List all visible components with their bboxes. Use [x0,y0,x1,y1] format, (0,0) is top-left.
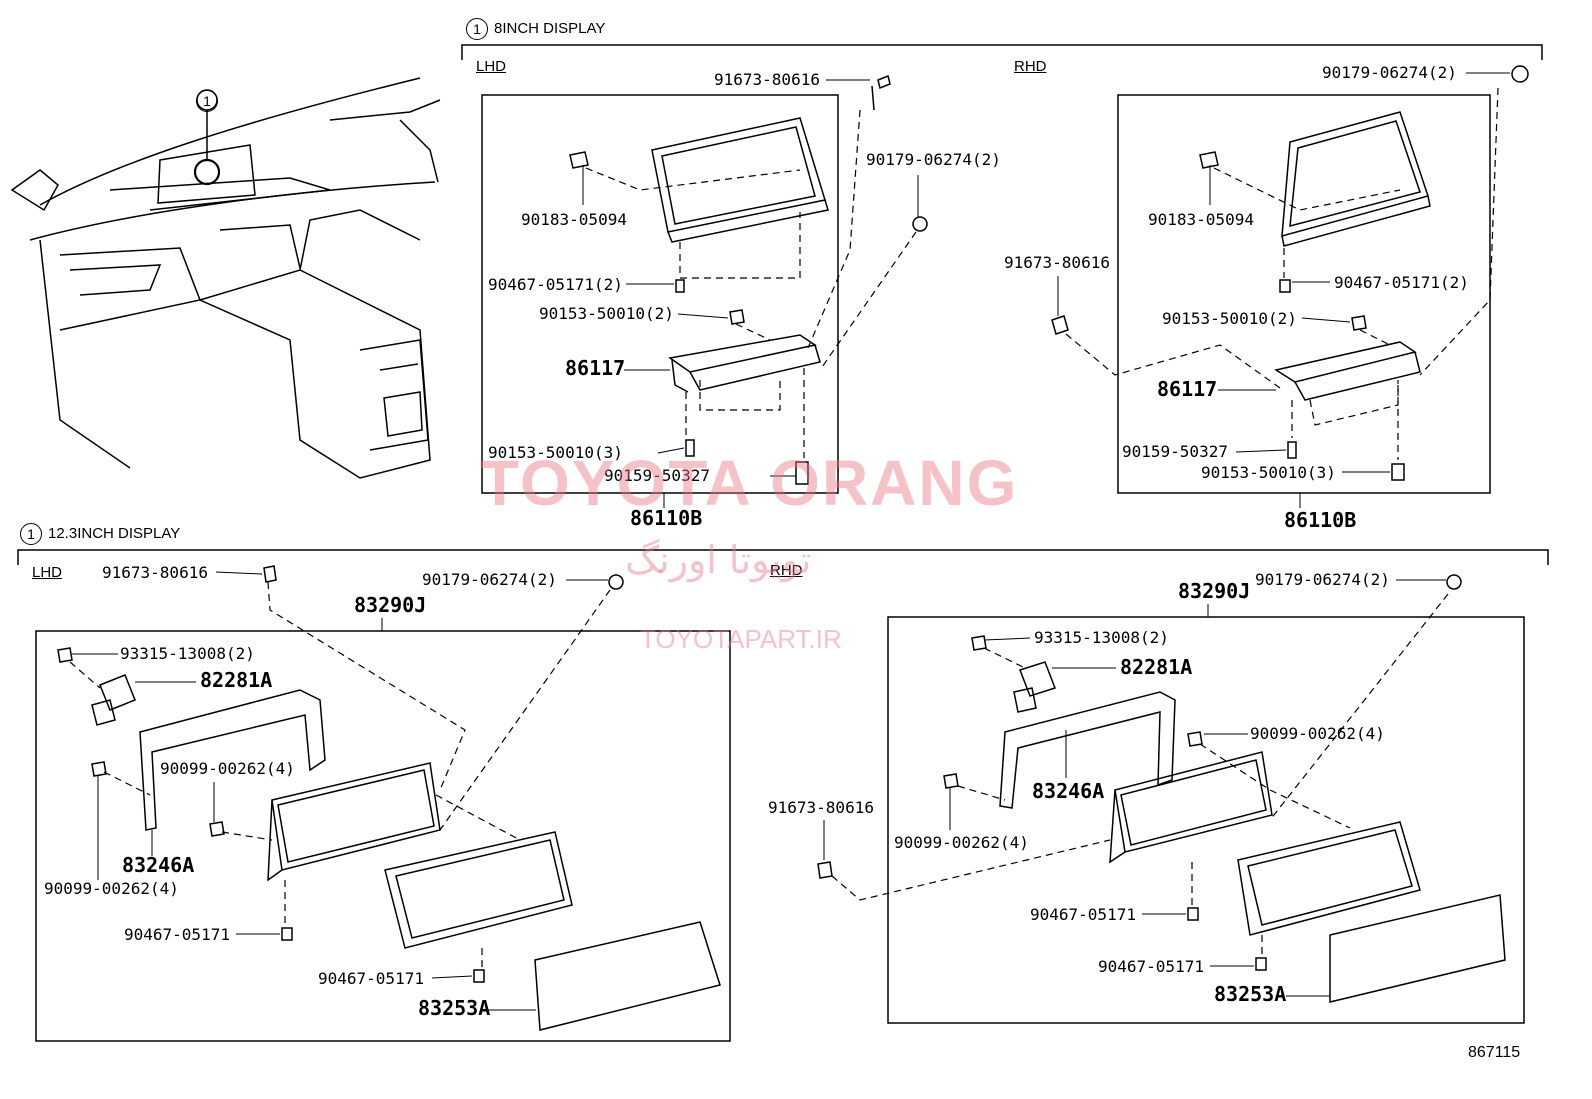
lhd-8inch-bracket [668,334,821,393]
tag-lhd-12inch: LHD [32,564,63,581]
label-90099a-rhd-12: 90099-00262(4) [1250,724,1385,743]
label-83290j-rhd-12: 83290J [1178,579,1251,603]
figure-number: 867115 [1468,1044,1521,1061]
label-90153b-rhd-8: 90153-50010(3) [1201,463,1336,482]
rhd-12inch-glass [1329,894,1506,1003]
rhd-12inch-frame [999,691,1176,809]
label-90183-rhd-8: 90183-05094 [1148,210,1254,229]
label-90159-rhd-8: 90159-50327 [1122,442,1228,461]
label-90099b-rhd-12: 90099-00262(4) [894,833,1029,852]
watermark-site: TOYOTAPART.IR [640,624,842,654]
label-90159-lhd-8: 90159-50327 [604,466,710,485]
lhd-12inch-glass [534,921,721,1031]
rhd-12inch-display-unit [1109,751,1273,864]
label-91673-lhd-8: 91673-80616 [714,70,820,89]
label-82281a-lhd-12: 82281A [200,668,273,692]
label-91673-rhd-8: 91673-80616 [1004,253,1110,272]
label-90153b-lhd-8: 90153-50010(3) [488,443,623,462]
label-91673-rhd-12: 91673-80616 [768,798,874,817]
rhd-12inch-box [887,616,1525,1024]
lhd-12inch-bezel [384,831,573,949]
label-83246a-lhd-12: 83246A [122,853,195,877]
label-91673-lhd-12: 91673-80616 [102,563,208,582]
label-93315-rhd-12: 93315-13008(2) [1034,628,1169,647]
label-82281a-rhd-12: 82281A [1120,655,1193,679]
watermark-persian: تویوتا اورنگ [625,538,812,582]
label-90099b-lhd-12: 90099-00262(4) [44,879,179,898]
section-bracket-12inch [17,549,1549,565]
watermark-brand: TOYOTA ORANG [480,447,1019,519]
label-90099a-lhd-12: 90099-00262(4) [160,759,295,778]
label-90179-rhd-12: 90179-06274(2) [1255,570,1390,589]
label-86117-rhd-8: 86117 [1157,377,1218,401]
label-90467a-rhd-12: 90467-05171 [1030,905,1136,924]
callout-number: 1 [466,18,488,40]
lhd-12inch-box [35,630,731,1042]
section-bracket-8inch [461,44,1543,60]
label-90467a-lhd-12: 90467-05171 [124,925,230,944]
rhd-8inch-box [1117,94,1491,494]
label-90467-lhd-8: 90467-05171(2) [488,275,623,294]
tag-rhd-8inch: RHD [1014,58,1047,75]
label-86110b-rhd-8: 86110B [1284,508,1357,532]
lhd-8inch-box [481,94,839,494]
label-90179-rhd-8: 90179-06274(2) [1322,63,1457,82]
rhd-12inch-bezel [1237,821,1421,936]
tag-rhd-12inch: RHD [770,562,803,579]
label-83253a-rhd-12: 83253A [1214,982,1287,1006]
label-83246a-rhd-12: 83246A [1032,779,1105,803]
dashboard-illustration [10,77,441,479]
label-90467b-lhd-12: 90467-05171 [318,969,424,988]
rhd-8inch-display-unit [1281,111,1431,247]
tag-lhd-8inch: LHD [476,58,507,75]
label-90179-lhd-8: 90179-06274(2) [866,150,1001,169]
label-86117-lhd-8: 86117 [565,356,626,380]
lhd-8inch-display-unit [651,117,829,243]
callout-number: 1 [20,523,42,545]
label-90153a-lhd-8: 90153-50010(2) [539,304,674,323]
callout-marker-dashboard: 1 [196,90,218,112]
section-title-8inch: 8INCH DISPLAY [494,19,606,37]
label-90467b-rhd-12: 90467-05171 [1098,957,1204,976]
lhd-12inch-frame [139,689,326,831]
label-83253a-lhd-12: 83253A [418,996,491,1020]
section-title-12inch: 12.3INCH DISPLAY [48,524,181,542]
label-90153a-rhd-8: 90153-50010(2) [1162,309,1297,328]
label-90467-rhd-8: 90467-05171(2) [1334,273,1469,292]
label-83290j-lhd-12: 83290J [354,593,427,617]
display-location-marker [193,158,221,186]
label-90183-lhd-8: 90183-05094 [521,210,627,229]
rhd-8inch-bracket [1274,341,1421,401]
lhd-12inch-display-unit [267,762,441,882]
label-90179-lhd-12: 90179-06274(2) [422,570,557,589]
label-93315-lhd-12: 93315-13008(2) [120,644,255,663]
label-86110b-lhd-8: 86110B [630,506,703,530]
